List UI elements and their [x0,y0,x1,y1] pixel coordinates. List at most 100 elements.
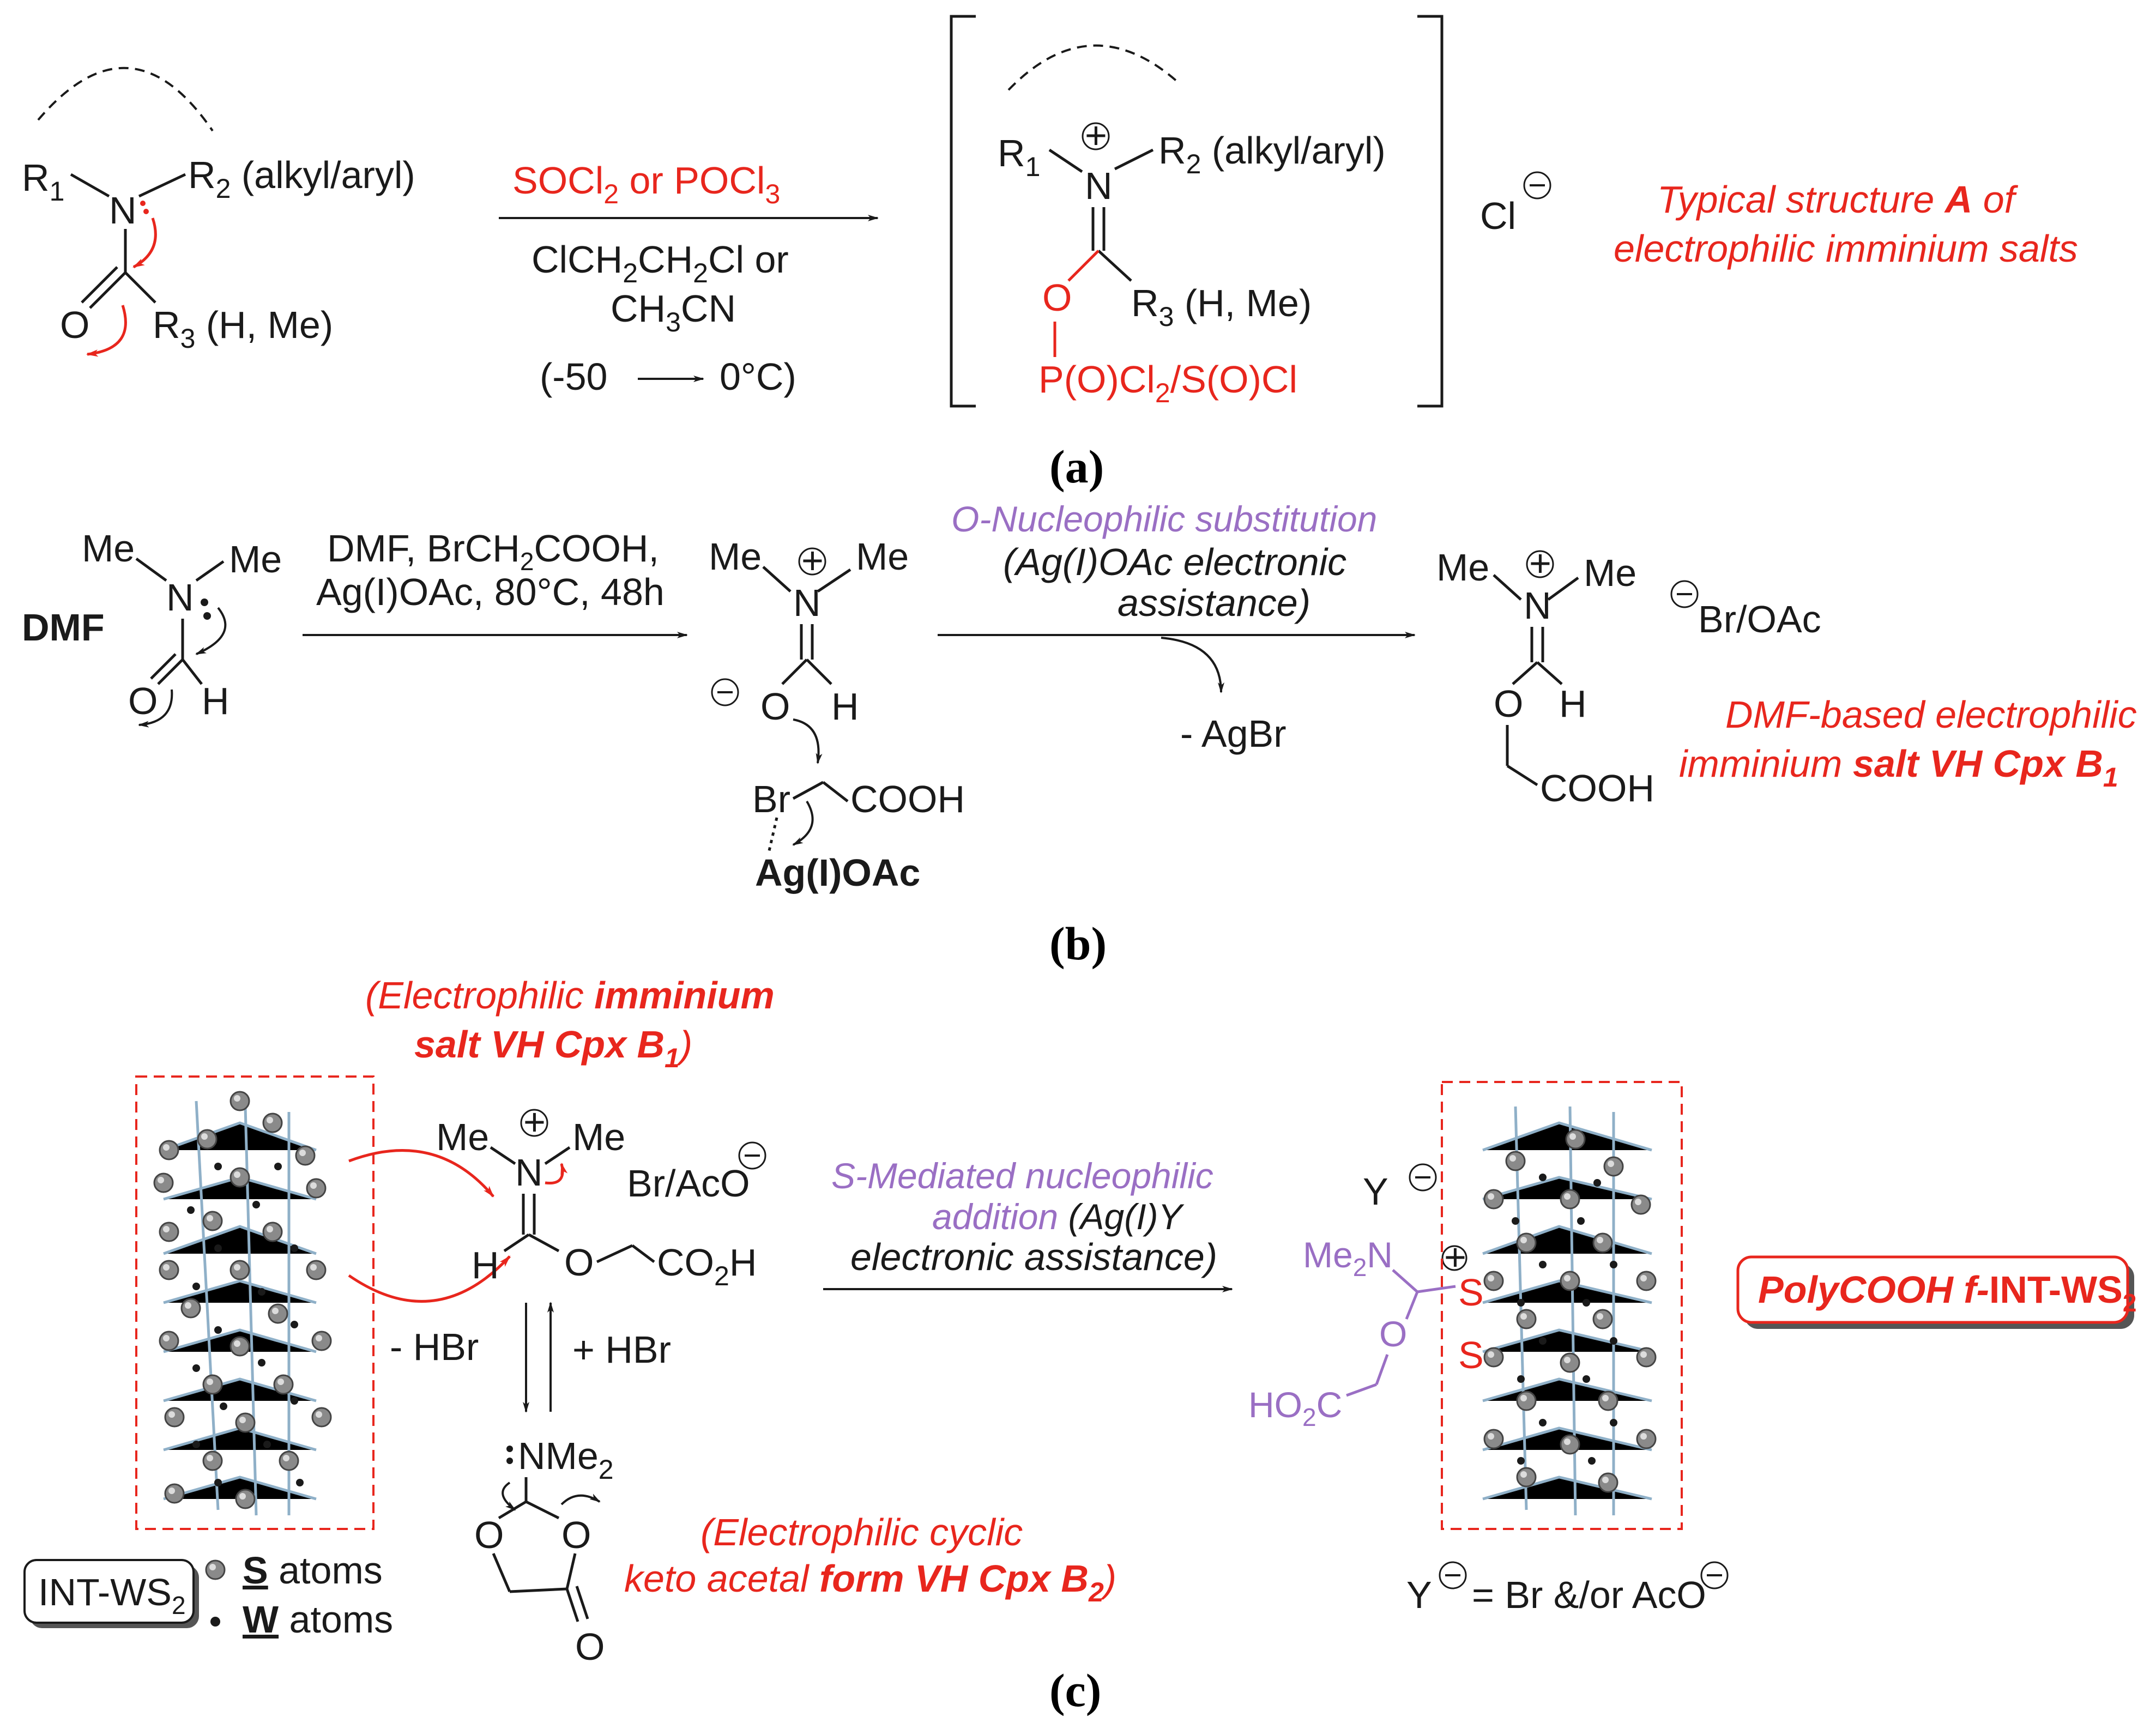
bond [565,1553,577,1589]
temp-end: 0°C) [720,355,796,398]
panel-b-caption-line2: imminium salt VH Cpx B1 [1679,742,2118,793]
legend-w-label: W atoms [243,1598,393,1641]
y-definition-text: = Br &/or AcO [1472,1574,1706,1616]
bond [1547,576,1579,601]
plus-sign: + [801,539,824,582]
ws2-nanotube-left [135,1075,375,1530]
panel-c-top-caption-line2: salt VH Cpx B1) [414,1023,692,1073]
ring-dashed-arc [37,66,214,132]
positive-charge-icon [1082,122,1110,150]
plus-sign: + [1085,114,1107,156]
bond [1506,764,1538,787]
bond [490,1146,516,1165]
bond [1114,148,1154,171]
r3-label: R3 (H, Me) [1131,282,1312,332]
bond [806,658,832,685]
bond [498,1500,527,1520]
reagents-line1: DMF, BrCH2COOH, [327,527,659,576]
o-atom: O [760,685,790,728]
bond [182,658,203,685]
y-definition-y: Y [1406,1574,1432,1616]
left-bracket [950,15,976,408]
lone-pair-dot [506,1446,513,1452]
me-label: Me [709,535,762,578]
counterion: Cl [1480,195,1516,237]
negative-charge-icon [1409,1163,1437,1192]
panel-a-reactant: R1 N R2 (alkyl/aryl) O R3 (H, Me) [22,66,415,357]
n-atom: N [515,1151,543,1194]
r2-label: R2 (alkyl/aryl) [1158,129,1386,179]
lone-pair-dot [140,201,146,206]
curved-arrow [348,1255,511,1303]
imminium-b1-structure: Me Me + N H O CO2H Br/AcO [436,1101,766,1291]
o-atom: O [60,304,89,346]
bond [195,560,225,582]
agoac-label: Ag(I)OAc [755,851,920,894]
me-label: Me [572,1116,625,1158]
positive-charge-icon [520,1109,548,1137]
reagents-line2: Ag(I)OAc, 80°C, 48h [316,571,665,613]
y-label: Y [1363,1170,1388,1213]
o-atom: O [561,1514,591,1556]
curved-arrow [138,689,173,728]
lone-pair-dot [506,1458,513,1464]
s-atom: S [1458,1334,1484,1376]
negative-charge-icon [738,1141,766,1170]
step2-line1: O-Nucleophilic substitution [951,499,1377,539]
br-atom: Br [752,778,790,820]
panel-c-label: (c) [1049,1664,1101,1716]
bond [762,566,792,593]
bond [1493,574,1522,601]
minus-hbr-label: - HBr [390,1326,479,1368]
plus-hbr-label: + HBr [572,1328,671,1371]
bond [157,658,184,685]
curved-arrow [560,1494,601,1506]
n-atom: N [1524,584,1551,627]
panel-c-top-caption-line1: (Electrophilic imminium [365,974,775,1017]
bond [503,1233,530,1253]
nme2-group: NMe2 [518,1435,614,1485]
bond [596,1244,633,1263]
curved-arrow [792,800,814,846]
anion-label: Br/AcO [627,1162,750,1205]
o-atom: O [575,1625,605,1668]
panel-a-product: R1 + N R2 (alkyl/aryl) R3 (H, Me) O P(O)… [950,15,1551,408]
bond [1536,661,1563,685]
step-line1: S-Mediated nucleophilic [831,1156,1213,1196]
o-atom: O [1042,276,1072,319]
lone-pair-dot [201,598,208,606]
bond [822,781,849,802]
bond-double [575,1586,589,1619]
bond [565,1588,579,1622]
me-label: Me [229,538,282,581]
negative-charge-icon [1439,1561,1467,1589]
curved-arrow [348,1149,494,1198]
cyclic-acetal-b2-structure: NMe2 O O O [474,1435,614,1668]
product-b1-structure: Me Me + N O H COOH Br/OAc [1436,542,1821,809]
dashed-bond [767,817,778,854]
plus-sign: + [1444,1236,1466,1278]
curved-arrow [1161,637,1224,693]
panel-a-caption-line1: Typical structure A of [1657,178,2019,221]
intermediate-structure: Me Me + N O H Br COOH Ag(I)OAc [709,535,965,894]
me-label: Me [856,535,909,578]
product-box-label: PolyCOOH f-INT-WS2 [1758,1268,2136,1317]
dmf-label: DMF [22,606,105,649]
bond [1375,1354,1389,1385]
positive-charge-icon [1441,1245,1467,1271]
bond [817,568,851,593]
panel-c-bottom-caption-line2: keto acetal form VH Cpx B2) [624,1557,1116,1607]
n-atom: N [166,576,194,619]
negative-charge-icon [1700,1561,1729,1589]
ring-dashed-arc [1007,44,1179,91]
curved-arrow [545,1162,568,1185]
panel-a-caption-line2: electrophilic imminium salts [1614,227,2078,270]
bond [1392,1269,1418,1293]
co2h-group: CO2H [657,1241,757,1291]
curved-arrow [132,217,157,269]
panel-c-bottom-caption-line1: (Electrophilic cyclic [700,1511,1023,1553]
bond-c-o-double [81,266,118,304]
bond [1405,1291,1419,1320]
p-group: P(O)Cl2/S(O)Cl [1038,358,1297,408]
